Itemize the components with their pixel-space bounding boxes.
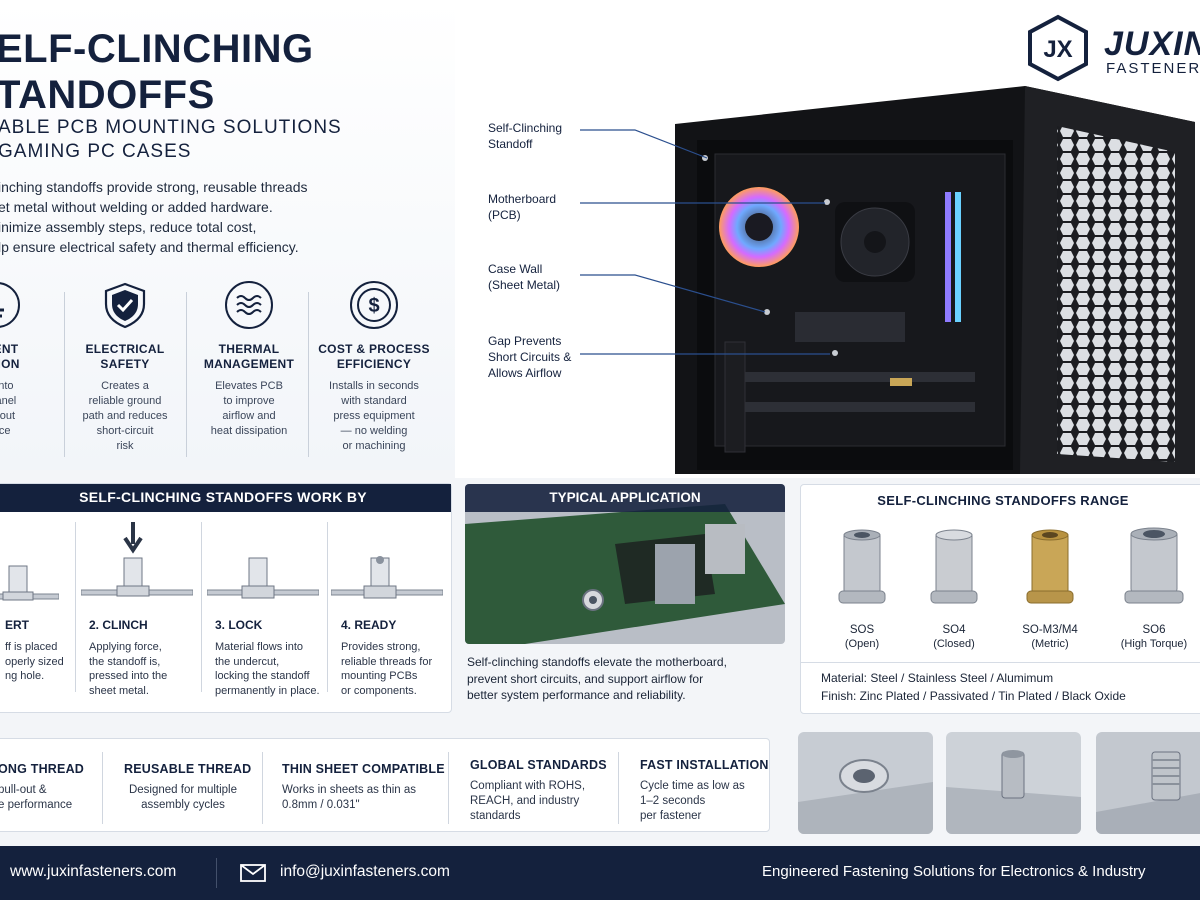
step-clinch: 2. CLINCH Applying force,the standoff is… [79, 522, 199, 700]
divider [448, 752, 449, 824]
divider [201, 522, 202, 692]
range-item-so-m3m4: SO-M3/M4 (Metric) [1005, 527, 1095, 650]
step-insert-illustration [0, 565, 59, 601]
step-lock-illustration [207, 557, 319, 599]
range-item-name: SO6 [1142, 624, 1166, 636]
step-ready-illustration [331, 556, 443, 599]
range-item-name: SO4 [942, 624, 966, 636]
hero-text-panel [0, 0, 455, 470]
feature-desc: ed intoal panelpull-outtance [0, 380, 17, 437]
range-panel: SELF-CLINCHING STANDOFFS RANGE SOS (Open… [800, 484, 1200, 714]
intro-paragraph: inching standoffs provide strong, reusab… [0, 179, 308, 255]
range-item-type: (Open) [844, 638, 880, 650]
divider [308, 292, 309, 457]
pc-case-image [675, 86, 1195, 474]
footer-website-link[interactable]: www.juxinfasteners.com [10, 863, 177, 880]
range-item-type: (Closed) [933, 638, 975, 650]
photo-installed-standoff [946, 732, 1081, 834]
step-label: 3. LOCK [215, 618, 263, 632]
application-title: TYPICAL APPLICATION [465, 484, 785, 512]
benefit-global-standards: GLOBAL STANDARDS Compliant with ROHS,REA… [470, 758, 607, 822]
standoff-so6-image [1124, 527, 1184, 604]
callout-leaders [580, 129, 830, 355]
logo-icon: JX [1028, 14, 1088, 82]
footer-tagline: Engineered Fastening Solutions for Elect… [762, 863, 1146, 880]
how-it-works-title: SELF-CLINCHING STANDOFFS WORK BY [0, 484, 451, 512]
range-item-so6: SO6 (High Torque) [1109, 527, 1199, 650]
range-title: SELF-CLINCHING STANDOFFS RANGE [877, 493, 1129, 508]
callout-motherboard: Motherboard(PCB) [488, 192, 557, 222]
dollar-coin-icon: $ [350, 281, 398, 329]
callout-case-wall: Case Wall(Sheet Metal) [488, 262, 561, 292]
mail-icon [240, 864, 266, 882]
footer-email-link[interactable]: info@juxinfasteners.com [280, 863, 450, 880]
page-title: ELF-CLINCHING TANDOFFS [0, 27, 314, 117]
logo-name: JUXIN [1104, 25, 1200, 63]
range-item-name: SO-M3/M4 [1022, 624, 1078, 636]
feature-permanent-installation: ANENTLATION ed intoal panelpull-outtance [0, 280, 56, 439]
shield-check-icon [104, 282, 146, 329]
standoff-so4-image [930, 529, 978, 604]
how-it-works-panel: SELF-CLINCHING STANDOFFS WORK BY ERT ff … [0, 483, 452, 713]
benefit-strong-thread: ONG THREAD pull-out &e performance [0, 762, 85, 811]
step-label: ERT [5, 618, 29, 632]
application-caption: Self-clinching standoffs elevate the mot… [467, 655, 727, 702]
divider [801, 662, 1200, 663]
divider [75, 522, 76, 692]
range-item-sos: SOS (Open) [817, 527, 907, 650]
page-subtitle: ABLE PCB MOUNTING SOLUTIONS GAMING PC CA… [0, 117, 342, 162]
photo-threaded-standoff [1096, 732, 1200, 834]
range-item-type: (Metric) [1031, 638, 1069, 650]
application-photo: TYPICAL APPLICATION [465, 484, 785, 644]
step-ready: 4. READY Provides strong,reliable thread… [331, 522, 451, 700]
divider [186, 292, 187, 457]
feature-title: ANENTLATION [0, 342, 20, 371]
photo-flush-standoff [798, 732, 933, 834]
pin-icon [0, 282, 20, 328]
range-item-name: SOS [849, 624, 875, 636]
step-desc: Applying force,the standoff is,pressed i… [89, 641, 168, 697]
svg-text:$: $ [368, 295, 379, 317]
range-material: Material: Steel / Stainless Steel / Alum… [821, 671, 1054, 685]
svg-text:JX: JX [1043, 36, 1072, 63]
divider [262, 752, 263, 824]
range-item-so4: SO4 (Closed) [909, 527, 999, 650]
benefit-thin-sheet: THIN SHEET COMPATIBLE Works in sheets as… [282, 762, 445, 811]
divider [618, 752, 619, 824]
step-label: 4. READY [341, 618, 397, 632]
standoff-so-m3m4-image [1026, 529, 1074, 604]
divider [102, 752, 103, 824]
range-finish: Finish: Zinc Plated / Passivated / Tin P… [821, 689, 1126, 703]
footer: www.juxinfasteners.com info@juxinfastene… [0, 846, 1200, 900]
divider [327, 522, 328, 692]
standoff-sos-image [838, 529, 886, 604]
step-label: 2. CLINCH [89, 618, 148, 632]
divider [64, 292, 65, 457]
heat-waves-icon [225, 281, 273, 329]
benefits-strip [0, 738, 770, 832]
divider [216, 858, 217, 888]
range-item-type: (High Torque) [1120, 638, 1188, 650]
step-clinch-illustration [81, 522, 193, 597]
